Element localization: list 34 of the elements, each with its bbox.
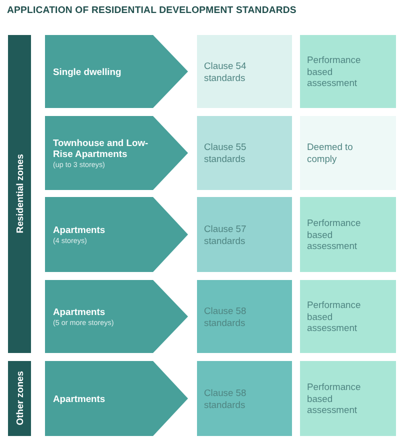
- zone-bar: [8, 361, 31, 436]
- assessment-box: [300, 35, 396, 108]
- zone-label: Other zones: [14, 371, 25, 426]
- dwelling-type: Apartments: [53, 306, 106, 318]
- standards-box: [197, 35, 292, 108]
- standards-label: Clause 54 standards: [204, 60, 248, 84]
- assessment-label: Performance based assessment: [307, 216, 362, 252]
- assessment-label: Performance based assessment: [307, 54, 362, 90]
- assessment-label: Performance based assessment: [307, 380, 362, 416]
- zone-label: Residential zones: [14, 154, 25, 234]
- standards-box: [197, 116, 292, 190]
- zone-bar: [8, 35, 31, 353]
- arrow-shape: [45, 197, 188, 272]
- arrow-shape: [45, 35, 188, 108]
- assessment-box: [300, 361, 396, 436]
- assessment-label: Performance based assessment: [307, 298, 362, 334]
- dwelling-type: Apartments: [53, 392, 106, 404]
- arrow-shape: [45, 116, 188, 190]
- standards-label: Clause 58 standards: [204, 304, 248, 328]
- standards-label: Clause 58 standards: [204, 386, 248, 410]
- diagram-title: APPLICATION OF RESIDENTIAL DEVELOPMENT STANDARDS: [7, 5, 296, 16]
- assessment-label: Deemed to comply: [307, 141, 354, 165]
- standards-label: Clause 57 standards: [204, 222, 248, 246]
- dwelling-type: Apartments: [53, 224, 106, 236]
- standards-box: [197, 197, 292, 272]
- standards-box: [197, 361, 292, 436]
- arrow-shape: [45, 361, 188, 436]
- assessment-box: [300, 197, 396, 272]
- dwelling-type: Townhouse and Low-Rise Apartments: [53, 136, 150, 160]
- assessment-box: [300, 280, 396, 353]
- dwelling-type: Single dwelling: [53, 66, 122, 78]
- standards-label: Clause 55 standards: [204, 141, 248, 165]
- standards-box: [197, 280, 292, 353]
- arrow-shape: [45, 280, 188, 353]
